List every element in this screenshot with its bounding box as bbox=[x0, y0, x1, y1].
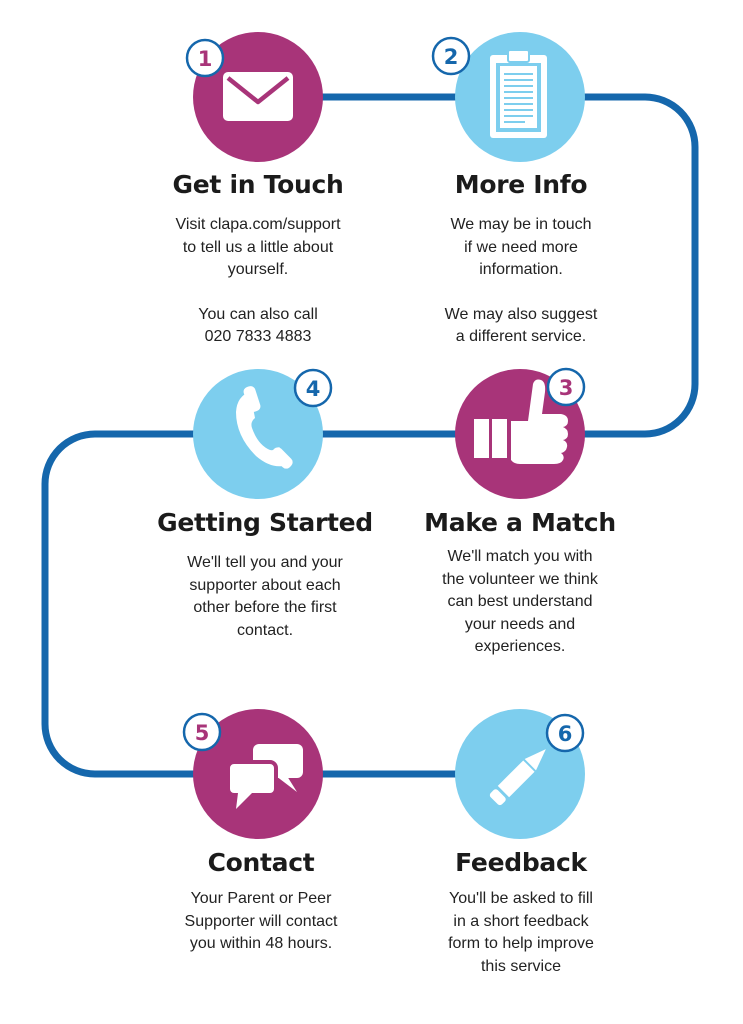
step-3-text: Make a Match We'll match you with the vo… bbox=[405, 508, 635, 659]
step-5-line: Supporter will contact bbox=[184, 912, 338, 930]
step-3-badge: 3 bbox=[546, 367, 586, 407]
step-6-line: You'll be asked to fill bbox=[449, 890, 593, 907]
step-6-number: 6 bbox=[558, 722, 573, 746]
step-2-title: More Info bbox=[454, 170, 588, 199]
step-2-number: 2 bbox=[444, 45, 459, 69]
step-4-line: other before the first bbox=[193, 599, 337, 616]
step-3-description: We'll match you with the volunteer we th… bbox=[405, 546, 635, 659]
step-4-circle bbox=[193, 369, 323, 499]
step-3-number: 3 bbox=[559, 376, 574, 400]
clipboard-icon bbox=[490, 49, 547, 138]
envelope-icon bbox=[223, 72, 293, 121]
step-2-line: a different service. bbox=[455, 328, 587, 345]
step-4-line: We'll tell you and your bbox=[187, 554, 343, 571]
connector-path bbox=[41, 93, 699, 778]
step-1-text: Get in Touch Visit clapa.com/support to … bbox=[143, 170, 373, 349]
step-2-text: More Info We may be in touch if we need … bbox=[406, 170, 636, 349]
step-1-line: yourself. bbox=[227, 261, 289, 278]
step-4-line: contact. bbox=[236, 621, 294, 639]
step-5-line: Your Parent or Peer bbox=[190, 890, 332, 907]
step-6-line: form to help improve bbox=[448, 935, 594, 952]
step-1-line: Visit clapa.com/support bbox=[175, 216, 341, 233]
step-1-number: 1 bbox=[198, 47, 213, 71]
step-6-line: in a short feedback bbox=[453, 912, 589, 930]
step-2-spacer bbox=[406, 282, 636, 304]
step-5-text: Contact Your Parent or Peer Supporter wi… bbox=[146, 848, 376, 956]
step-2-line: information. bbox=[479, 261, 563, 278]
step-3-line: the volunteer we think bbox=[442, 570, 598, 588]
step-4-node: 4 bbox=[193, 368, 333, 499]
step-3-line: your needs and bbox=[464, 615, 576, 633]
step-5-description: Your Parent or Peer Supporter will conta… bbox=[146, 888, 376, 956]
step-2-line: We may also suggest bbox=[444, 305, 598, 323]
chat-bubbles-icon bbox=[226, 744, 303, 809]
step-6-text: Feedback You'll be asked to fill in a sh… bbox=[406, 848, 636, 978]
step-1-badge: 1 bbox=[185, 38, 225, 78]
step-3-title: Make a Match bbox=[424, 508, 616, 537]
step-6-description: You'll be asked to fill in a short feedb… bbox=[406, 888, 636, 978]
step-1-node: 1 bbox=[185, 32, 323, 162]
step-1-line: 020 7833 4883 bbox=[204, 328, 312, 345]
step-1-line: You can also call bbox=[198, 305, 318, 323]
phone-icon bbox=[236, 386, 293, 469]
step-2-node: 2 bbox=[431, 32, 585, 162]
step-1-title: Get in Touch bbox=[172, 170, 344, 199]
step-5-node: 5 bbox=[182, 709, 323, 839]
step-4-description: We'll tell you and your supporter about … bbox=[150, 552, 380, 642]
step-4-title: Getting Started bbox=[157, 508, 373, 537]
step-2-line: We may be in touch bbox=[450, 216, 592, 233]
step-5-number: 5 bbox=[195, 721, 210, 745]
step-3-node: 3 bbox=[455, 367, 586, 499]
step-6-node: 6 bbox=[455, 709, 585, 839]
step-1-spacer bbox=[143, 282, 373, 304]
step-2-description: We may be in touch if we need more infor… bbox=[406, 214, 636, 349]
step-4-number: 4 bbox=[306, 377, 321, 401]
thumbs-up-icon bbox=[474, 379, 568, 464]
step-4-line: supporter about each bbox=[189, 576, 341, 594]
step-1-line: to tell us a little about bbox=[182, 238, 334, 256]
step-6-title: Feedback bbox=[455, 848, 587, 877]
step-5-title: Contact bbox=[207, 848, 315, 877]
step-4-text: Getting Started We'll tell you and your … bbox=[150, 508, 380, 642]
step-4-badge: 4 bbox=[293, 368, 333, 408]
step-3-line: can best understand bbox=[447, 593, 593, 610]
pencil-icon bbox=[489, 749, 546, 806]
step-5-badge: 5 bbox=[182, 712, 222, 752]
step-2-line: if we need more bbox=[464, 238, 578, 256]
step-3-line: experiences. bbox=[474, 638, 566, 655]
step-5-line: you within 48 hours. bbox=[189, 935, 333, 952]
step-1-description: Visit clapa.com/support to tell us a lit… bbox=[143, 214, 373, 349]
step-3-line: We'll match you with bbox=[447, 548, 593, 565]
step-6-line: this service bbox=[480, 957, 562, 975]
step-6-badge: 6 bbox=[545, 713, 585, 753]
step-2-badge: 2 bbox=[431, 36, 471, 76]
